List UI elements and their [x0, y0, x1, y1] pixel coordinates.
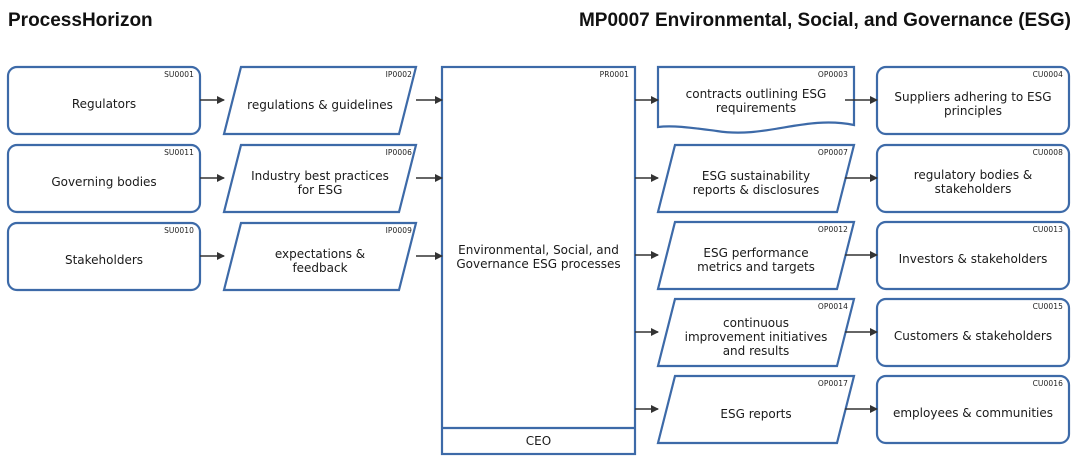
output-code: OP0014	[817, 302, 848, 311]
process-owner: CEO	[525, 434, 552, 448]
input-code: IP0002	[385, 70, 412, 79]
output-shape	[656, 374, 856, 445]
input-label: expectations & feedback	[274, 246, 366, 275]
input-label: Industry best practices for ESG	[251, 168, 389, 197]
output-label: ESG sustainability reports & disclosures	[692, 168, 820, 197]
supplier-label: Governing bodies	[51, 174, 157, 189]
page-title: MP0007 Environmental, Social, and Govern…	[578, 10, 1071, 31]
output-shape	[656, 143, 856, 214]
customer-label: Customers & stakeholders	[893, 328, 1053, 343]
supplier-label: Regulators	[71, 96, 137, 111]
output-code: OP0017	[817, 379, 848, 388]
output-label: continuous improvement initiatives and r…	[684, 315, 828, 358]
customer-code: CU0016	[1032, 379, 1063, 388]
customer-code: CU0004	[1032, 70, 1063, 79]
output-label: ESG reports	[720, 406, 792, 421]
supplier-label: Stakeholders	[64, 252, 144, 267]
output-label: contracts outlining ESG requirements	[685, 87, 827, 115]
customer-label: Investors & stakeholders	[898, 251, 1048, 266]
supplier-code: SU0001	[164, 70, 194, 79]
process-code: PR0001	[599, 70, 629, 79]
output-code: OP0003	[817, 70, 848, 79]
output-document-shape	[656, 65, 856, 134]
input-shape	[222, 143, 418, 214]
brand-title: ProcessHorizon	[8, 10, 153, 31]
customer-code: CU0008	[1032, 148, 1063, 157]
customer-code: CU0015	[1032, 302, 1063, 311]
customer-code: CU0013	[1032, 225, 1063, 234]
input-shape	[222, 65, 418, 136]
output-shape	[656, 297, 856, 368]
process-box	[440, 65, 637, 456]
output-code: OP0012	[817, 225, 848, 234]
input-label: regulations & guidelines	[247, 97, 393, 112]
process-label: Environmental, Social, and Governance ES…	[456, 243, 621, 271]
supplier-code: SU0010	[164, 226, 194, 235]
input-code: IP0009	[385, 226, 412, 235]
output-label: ESG performance metrics and targets	[697, 245, 815, 274]
customer-label: regulatory bodies & stakeholders	[913, 167, 1033, 196]
supplier-code: SU0011	[164, 148, 194, 157]
input-code: IP0006	[385, 148, 412, 157]
input-shape	[222, 221, 418, 292]
output-code: OP0007	[817, 148, 848, 157]
customer-label: employees & communities	[892, 405, 1053, 420]
customer-label: Suppliers adhering to ESG principles	[894, 89, 1052, 118]
output-shape	[656, 220, 856, 291]
